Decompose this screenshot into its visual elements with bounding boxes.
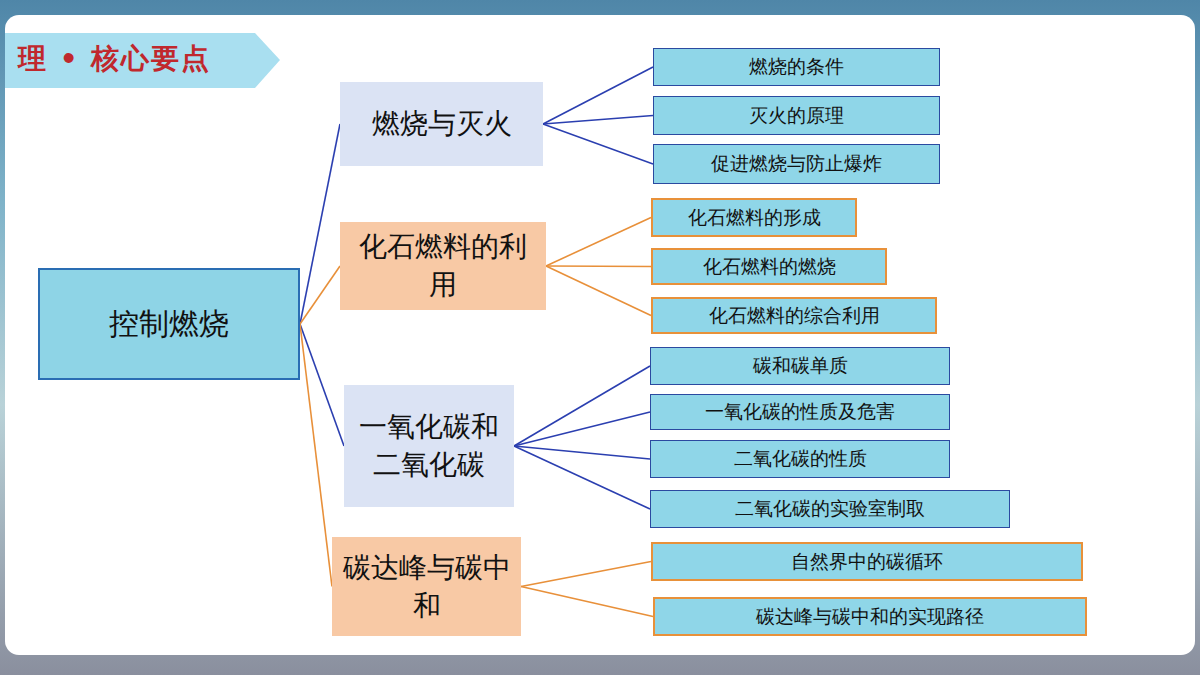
node-label: 一氧化碳的性质及危害 [705,399,895,425]
node-label: 化石燃料的利用 [348,228,538,304]
node-label: 二氧化碳的实验室制取 [735,496,925,522]
branch-line [546,266,651,316]
point-box: 灭火的原理 [653,96,940,135]
node-label: 碳和碳单质 [753,353,848,379]
node-label: 碳达峰与碳中和的实现路径 [756,604,984,630]
point-box: 碳和碳单质 [650,347,950,385]
branch-line [543,124,653,164]
point-box: 碳达峰与碳中和的实现路径 [653,597,1087,636]
branch-line [546,265,651,267]
point-box: 促进燃烧与防止爆炸 [653,144,940,184]
topic-box: 碳达峰与碳中和 [332,537,521,636]
point-box: 一氧化碳的性质及危害 [650,394,950,430]
point-box: 二氧化碳的性质 [650,440,950,478]
point-box: 二氧化碳的实验室制取 [650,490,1010,528]
branch-line [514,412,650,446]
page-title: 理 • 核心要点 [18,40,211,78]
branch-line [300,124,340,324]
branch-line [300,324,332,587]
branch-line [521,587,653,617]
branch-line [543,67,653,124]
branch-line [514,366,650,446]
node-label: 燃烧与灭火 [372,105,512,143]
point-box: 化石燃料的燃烧 [651,248,887,285]
branch-line [514,446,650,509]
banner-shape [5,33,280,88]
point-box: 自然界中的碳循环 [651,542,1083,581]
branch-line [514,446,650,459]
branch-line [300,266,340,324]
topic-box: 一氧化碳和二氧化碳 [344,385,514,507]
node-label: 一氧化碳和二氧化碳 [352,408,506,484]
node-label: 自然界中的碳循环 [791,549,943,575]
point-box: 化石燃料的综合利用 [651,297,937,334]
node-label: 化石燃料的综合利用 [709,303,880,329]
point-box: 燃烧的条件 [653,48,940,86]
topic-box: 化石燃料的利用 [340,222,546,310]
node-label: 灭火的原理 [749,103,844,129]
node-label: 化石燃料的燃烧 [703,254,836,280]
point-box: 化石燃料的形成 [651,198,857,237]
branch-line [300,324,344,446]
topic-box: 燃烧与灭火 [340,82,543,166]
root-box: 控制燃烧 [38,268,300,380]
node-label: 促进燃烧与防止爆炸 [711,151,882,177]
branch-line [546,218,651,267]
node-label: 控制燃烧 [109,304,229,345]
branch-line [543,116,653,125]
node-label: 二氧化碳的性质 [734,446,867,472]
branch-line [521,562,651,587]
node-label: 碳达峰与碳中和 [340,549,513,625]
node-label: 燃烧的条件 [749,54,844,80]
node-label: 化石燃料的形成 [688,205,821,231]
